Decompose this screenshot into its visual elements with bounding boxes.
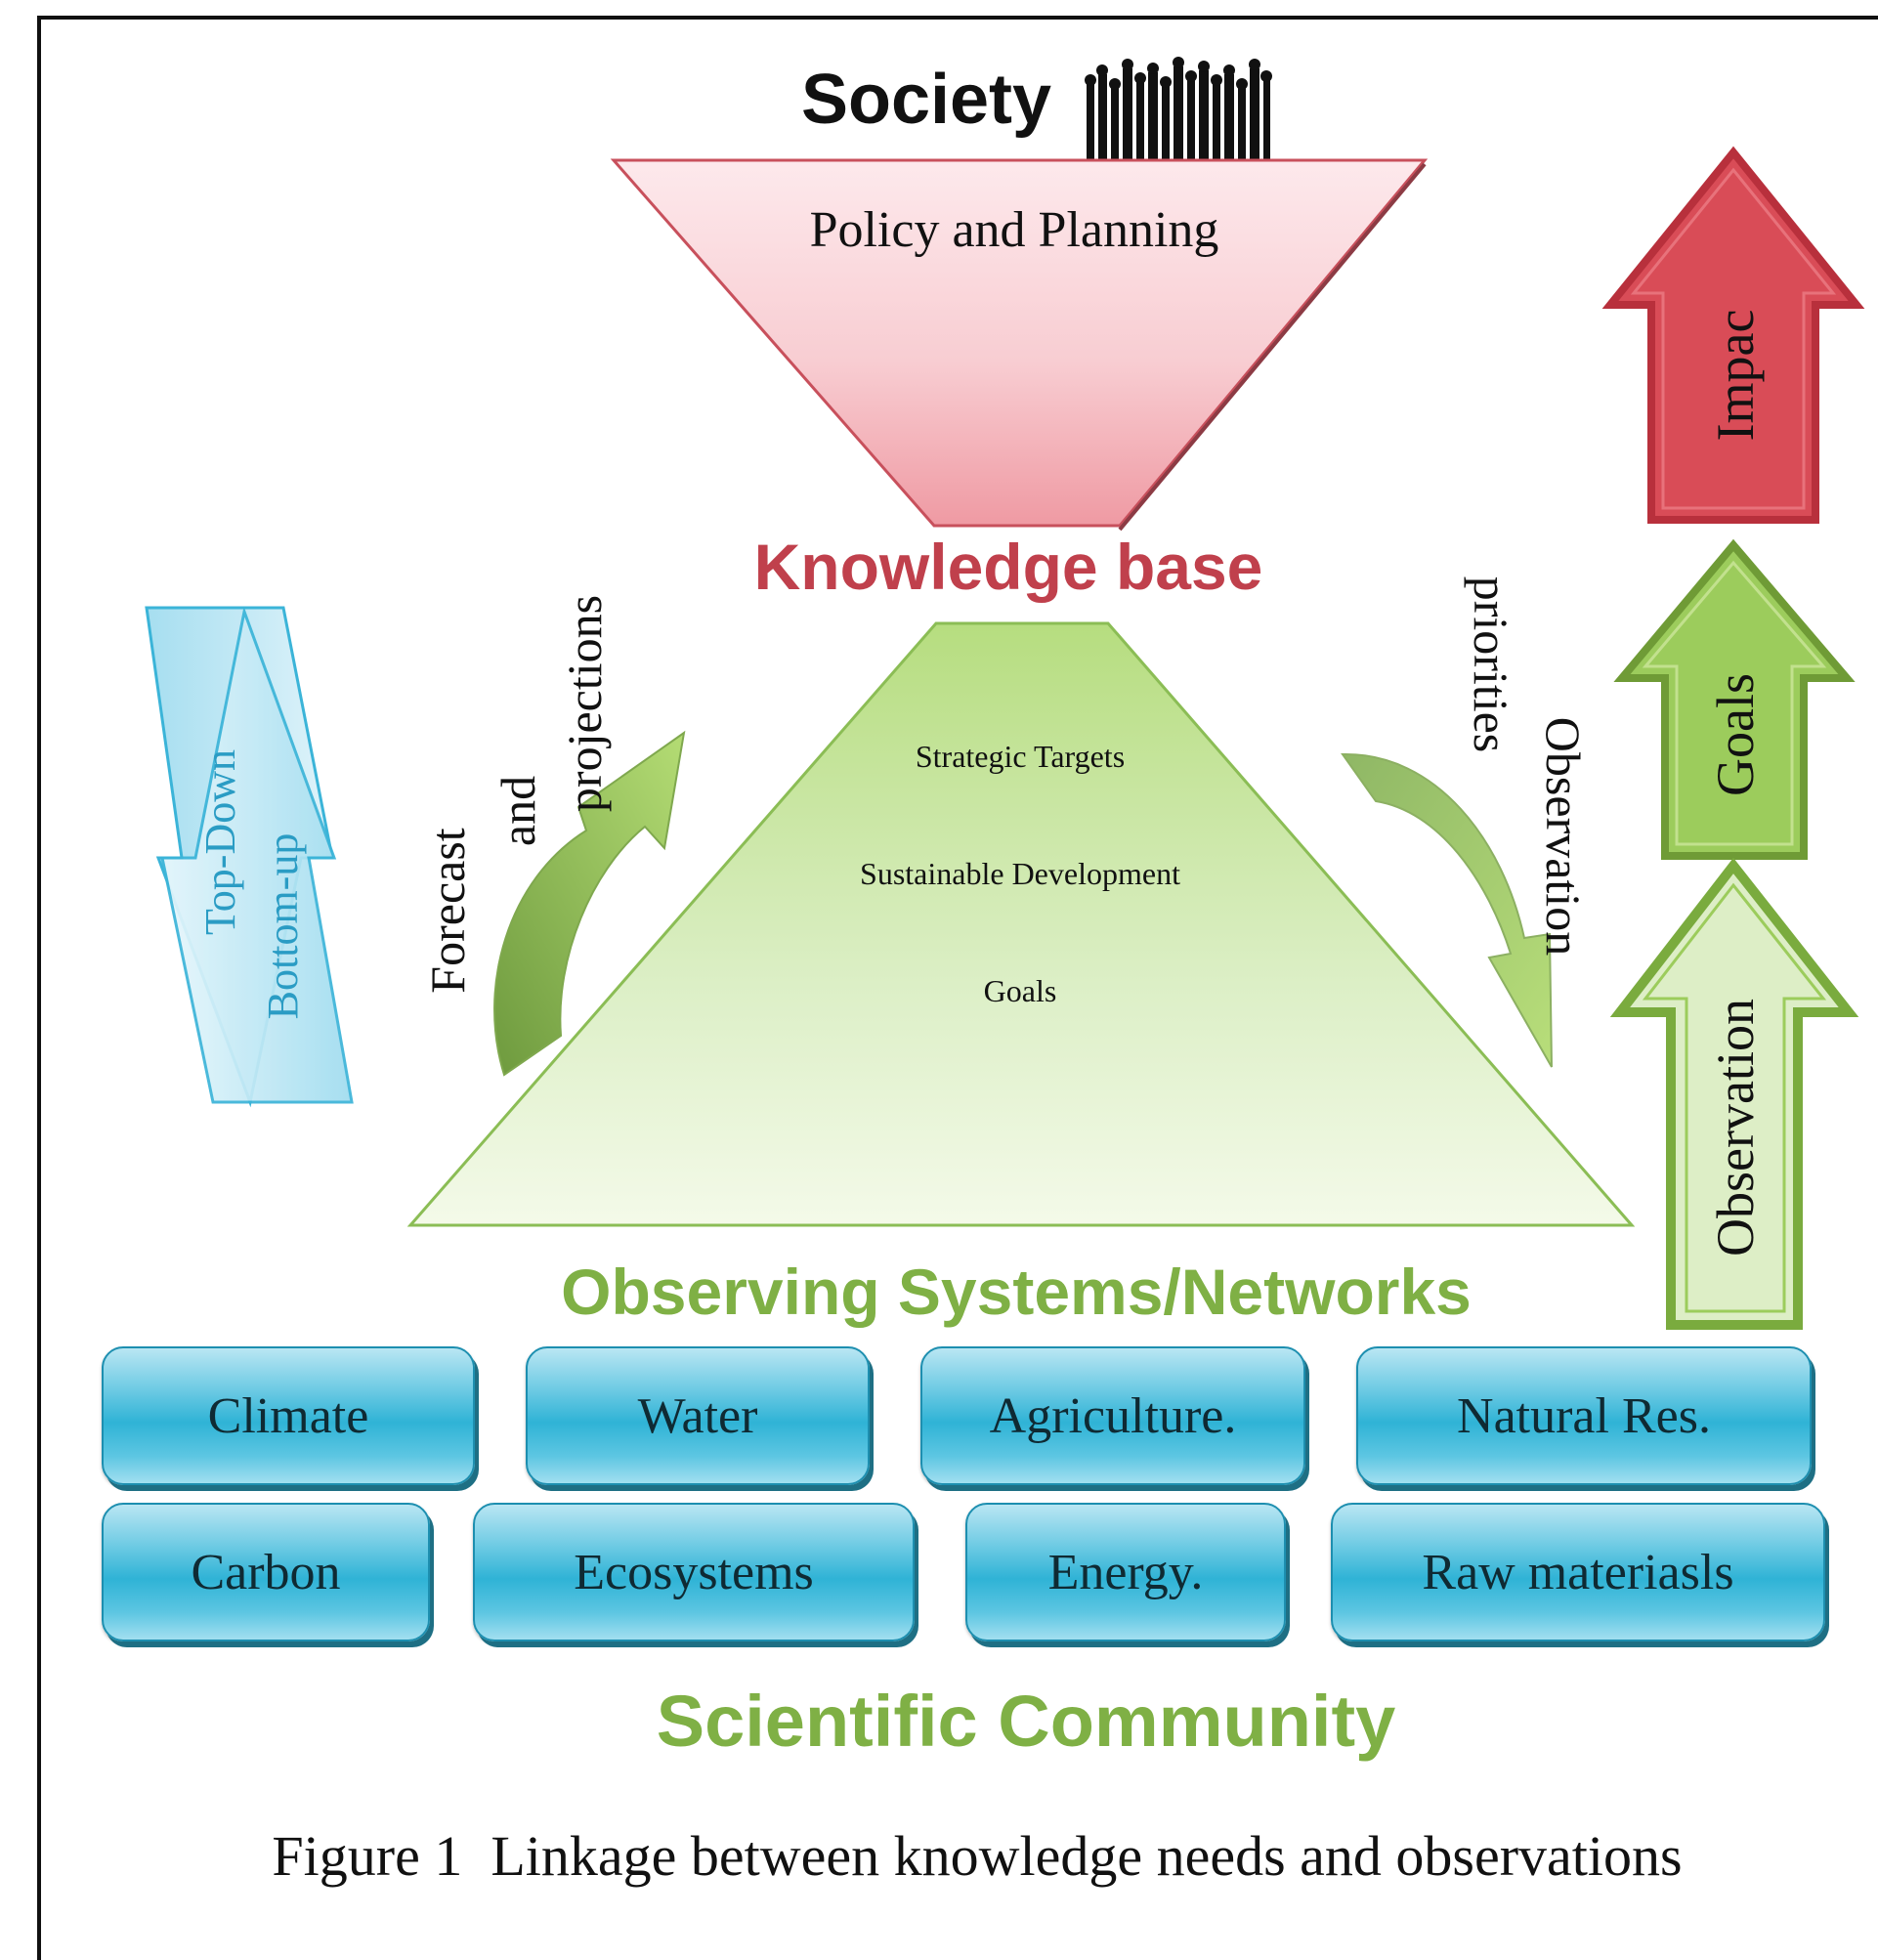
strategic-targets-label: Strategic Targets xyxy=(915,739,1126,774)
observation-arrow xyxy=(1609,857,1859,1330)
goals-arrow-label: Goals xyxy=(1706,673,1765,796)
figure-caption: Figure 1 Linkage between knowledge needs… xyxy=(272,1824,1683,1888)
figure-frame xyxy=(37,16,1878,1960)
top-down-label: Top-Down xyxy=(196,748,244,936)
impact-arrow-label: Impac xyxy=(1706,309,1765,442)
box-climate: Climate xyxy=(102,1346,475,1485)
knowledge-base-label: Knowledge base xyxy=(753,531,1263,603)
box-ecosystems: Ecosystems xyxy=(473,1503,915,1641)
observation-arc-arrow xyxy=(1341,752,1553,1068)
policy-funnel xyxy=(610,158,1429,528)
box-water: Water xyxy=(526,1346,870,1485)
observation-priorities-label: Observation xyxy=(1536,716,1591,957)
and-label: and xyxy=(491,775,545,847)
box-energy: Energy. xyxy=(965,1503,1286,1641)
strategic-pyramid xyxy=(406,621,1636,1227)
sustainable-development-label: Sustainable Development xyxy=(860,856,1180,891)
society-label: Society xyxy=(800,61,1052,139)
box-carbon: Carbon xyxy=(102,1503,430,1641)
box-raw-materials: Raw materiasls xyxy=(1331,1503,1825,1641)
forecast-label: Forecast xyxy=(420,828,475,994)
forecast-arc-arrow xyxy=(493,730,686,1077)
people-icon xyxy=(1085,57,1272,160)
bottom-up-label: Bottom-up xyxy=(259,832,307,1020)
observing-systems-label: Observing Systems/Networks xyxy=(561,1256,1472,1328)
goals-label: Goals xyxy=(983,973,1057,1008)
priorities-label: priorities xyxy=(1464,575,1518,753)
observation-arrow-label: Observation xyxy=(1706,999,1765,1257)
goals-arrow xyxy=(1613,538,1856,860)
scientific-community-label: Scientific Community xyxy=(656,1681,1396,1762)
box-agriculture: Agriculture. xyxy=(920,1346,1305,1485)
box-natural-res: Natural Res. xyxy=(1356,1346,1812,1485)
projections-label: projections xyxy=(557,594,612,813)
policy-label: Policy and Planning xyxy=(809,202,1219,258)
bottom-up-arrow xyxy=(160,606,354,1104)
impact-arrow xyxy=(1601,146,1865,524)
